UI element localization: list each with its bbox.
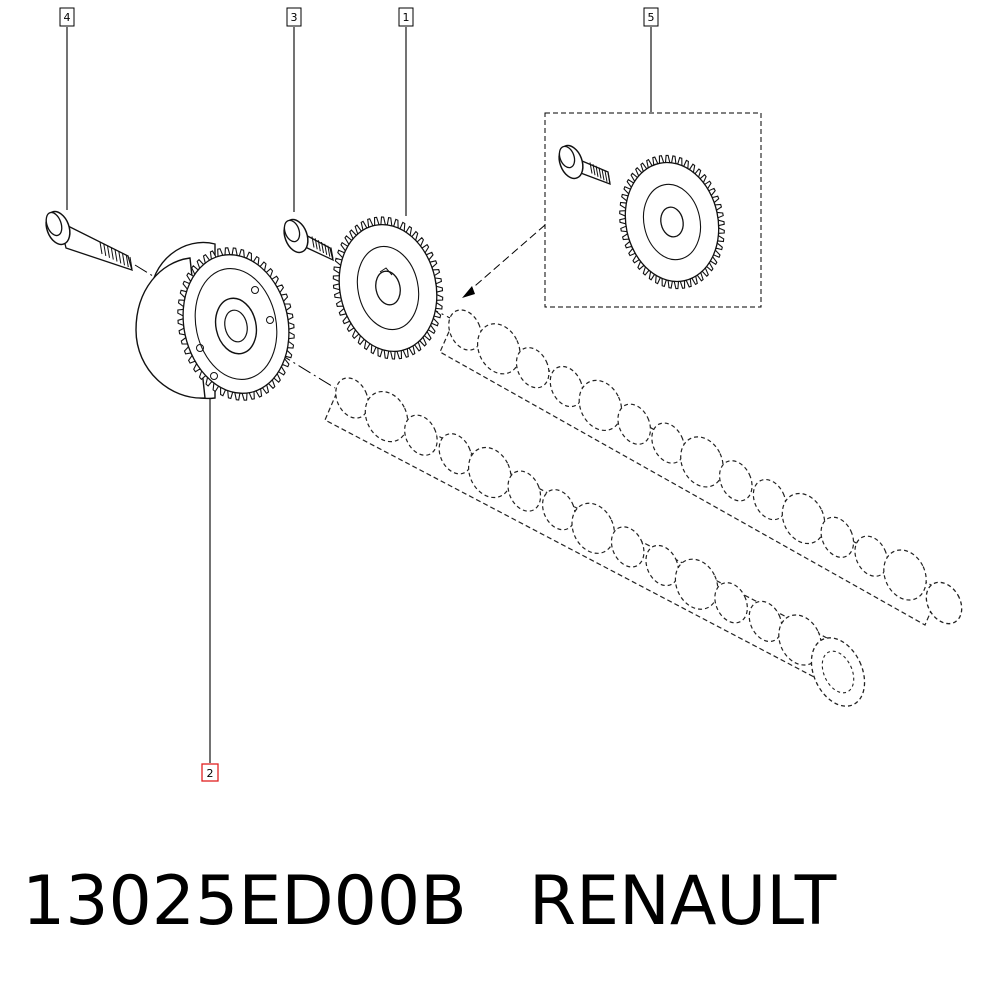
thread-line (125, 255, 129, 268)
camshaft-sprocket-outline (810, 637, 866, 707)
camshaft-lobe (578, 379, 623, 432)
camshaft-lobe (748, 600, 783, 643)
leader-lines (66, 27, 652, 763)
thread-line (110, 247, 114, 260)
camshaft-lobe (674, 558, 719, 610)
camshaft-lobe (515, 347, 550, 389)
camshaft-lobe (651, 422, 685, 464)
camshaft-lobe (438, 433, 473, 475)
camshaft-gear (332, 216, 444, 360)
camshaft-lobe (718, 460, 753, 502)
camshaft-lobe (680, 436, 724, 488)
thread-line (327, 245, 331, 257)
camshaft-lobe (752, 478, 787, 521)
camshaft-lobe (507, 470, 542, 512)
kit-bolt (558, 144, 611, 186)
camshaft-lobe (541, 489, 576, 531)
thread-line (118, 251, 122, 264)
camshaft-lobe (883, 549, 927, 601)
camshaft-lobe (364, 390, 409, 443)
thread-line (317, 240, 321, 252)
caption-brand: RENAULT (528, 862, 837, 941)
camshaft-lobe (468, 446, 512, 499)
callout-2: 2 (201, 763, 219, 782)
thread-line (598, 167, 602, 179)
callout-4: 4 (59, 7, 75, 27)
camshaft-lobe (448, 309, 482, 351)
short-bolt (283, 218, 334, 262)
thread-line (601, 169, 605, 181)
caption-part-number: 13025ED00B (22, 862, 467, 941)
vvt-phaser-gear (135, 241, 295, 401)
thread-line (314, 238, 318, 250)
camshaft-lobe (854, 535, 889, 577)
thread-line (107, 245, 110, 258)
callout-label-3: 3 (291, 11, 298, 24)
kit-detail-box (544, 112, 762, 308)
callout-label-1: 1 (403, 11, 410, 24)
camshaft-lobe (404, 414, 438, 456)
thread-line (321, 241, 324, 254)
caption: 13025ED00B RENAULT (22, 852, 982, 952)
camshaft-lobe (477, 323, 521, 375)
camshaft-exhaust-outline (439, 309, 963, 626)
thread-line (589, 162, 593, 174)
kit-arrow (462, 224, 546, 298)
callout-label-4: 4 (64, 11, 71, 24)
thread-line (114, 249, 118, 262)
callout-3: 3 (286, 7, 302, 27)
camshaft-intake-outline (324, 377, 866, 707)
camshaft-lobe (714, 582, 748, 624)
thread-line (604, 170, 608, 182)
thread-line (129, 256, 133, 270)
camshaft-lobe (781, 492, 826, 545)
thread-line (324, 243, 328, 255)
thread-line (103, 243, 107, 256)
callout-label-2: 2 (207, 767, 214, 780)
thread-line (330, 247, 334, 259)
camshaft-lobe (549, 365, 584, 408)
camshaft-lobe (645, 544, 680, 587)
callout-1: 1 (398, 7, 414, 27)
thread-line (607, 172, 611, 184)
camshaft-lobe (571, 502, 615, 554)
thread-line (122, 253, 125, 266)
camshaft-lobe (335, 377, 369, 419)
kit-gear (619, 154, 725, 290)
long-bolt (45, 210, 133, 272)
camshaft-lobe (610, 526, 645, 568)
camshaft-lobe (617, 403, 652, 445)
camshaft-lobe (820, 516, 855, 558)
thread-line (592, 164, 596, 176)
thread-line (311, 236, 315, 248)
callout-5: 5 (643, 7, 659, 27)
thread-line (99, 241, 103, 255)
callout-label-5: 5 (648, 11, 655, 24)
thread-line (595, 165, 599, 177)
